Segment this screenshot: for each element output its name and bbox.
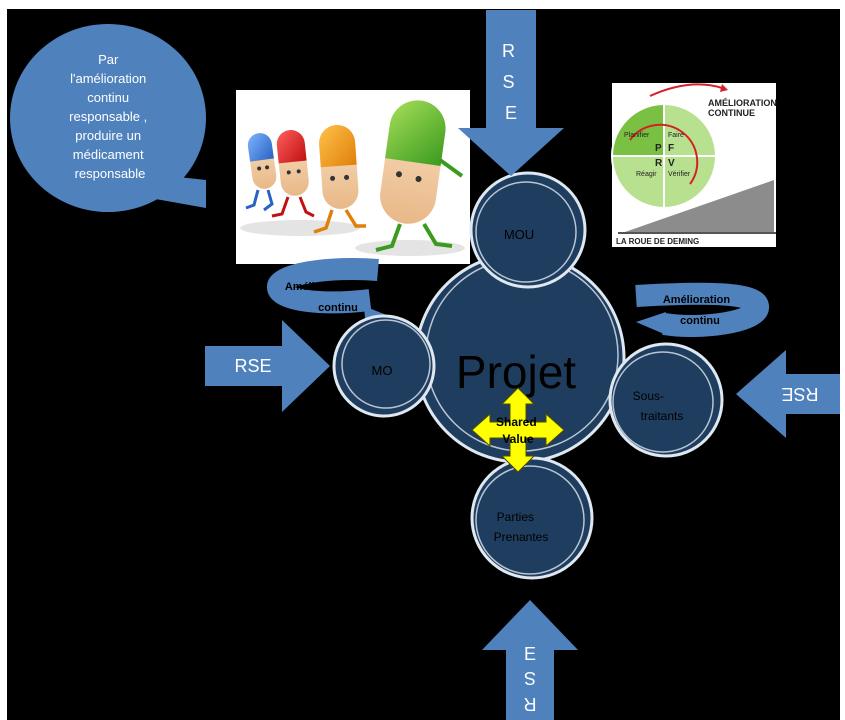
deming-r: R	[655, 158, 663, 169]
mo-label: MO	[372, 363, 393, 378]
deming-v: V	[668, 158, 675, 169]
shared-value-arrow: Shared Value	[471, 387, 565, 473]
rse-arrow-top: R S E	[458, 10, 564, 176]
mo-circle: MO	[332, 314, 436, 418]
sous-traitants-label: Sous- traitants	[633, 389, 684, 423]
speech-bubble: Par l'amélioration continu responsable ,…	[10, 24, 206, 212]
loop-right-label: Amélioration continu	[663, 294, 733, 327]
rse-bottom-label-3: R	[524, 694, 537, 714]
deming-act-label: Réagir	[636, 171, 657, 178]
deming-do-label: Faire	[668, 132, 684, 139]
loop-right	[635, 282, 769, 337]
rse-bottom-label: E	[524, 644, 536, 664]
rse-arrow-right: RSE	[736, 350, 840, 438]
pill-characters-image	[236, 90, 470, 264]
rse-right-label: RSE	[781, 384, 818, 404]
shared-value-label: Shared Value	[496, 415, 540, 446]
loop-left-label: Amélioration continu	[285, 281, 358, 314]
bubble-text: Par l'amélioration continu responsable ,…	[69, 52, 151, 181]
parties-prenantes-circle: Parties Prenantes	[470, 456, 594, 580]
deming-check-label: Vérifier	[668, 171, 691, 178]
deming-title: AMÉLIORATION CONTINUE	[708, 98, 779, 118]
deming-wheel-image: AMÉLIORATION CONTINUE Planifier Faire P …	[611, 83, 779, 247]
deming-caption: LA ROUE DE DEMING	[616, 237, 699, 246]
sous-traitants-circle: Sous- traitants	[608, 342, 724, 458]
parties-prenantes-label: Parties Prenantes	[494, 510, 549, 544]
mou-label: MOU	[504, 227, 534, 242]
mou-circle: MOU	[469, 171, 587, 289]
deming-p: P	[655, 143, 662, 154]
deming-plan-label: Planifier	[624, 132, 650, 139]
rse-top-label: R S E	[502, 41, 520, 123]
rse-arrow-left: RSE	[205, 320, 330, 412]
rse-arrow-bottom: E S R	[482, 600, 578, 720]
deming-f: F	[668, 143, 674, 154]
rse-left-label: RSE	[234, 356, 271, 376]
rse-bottom-label-2: S	[524, 668, 536, 688]
